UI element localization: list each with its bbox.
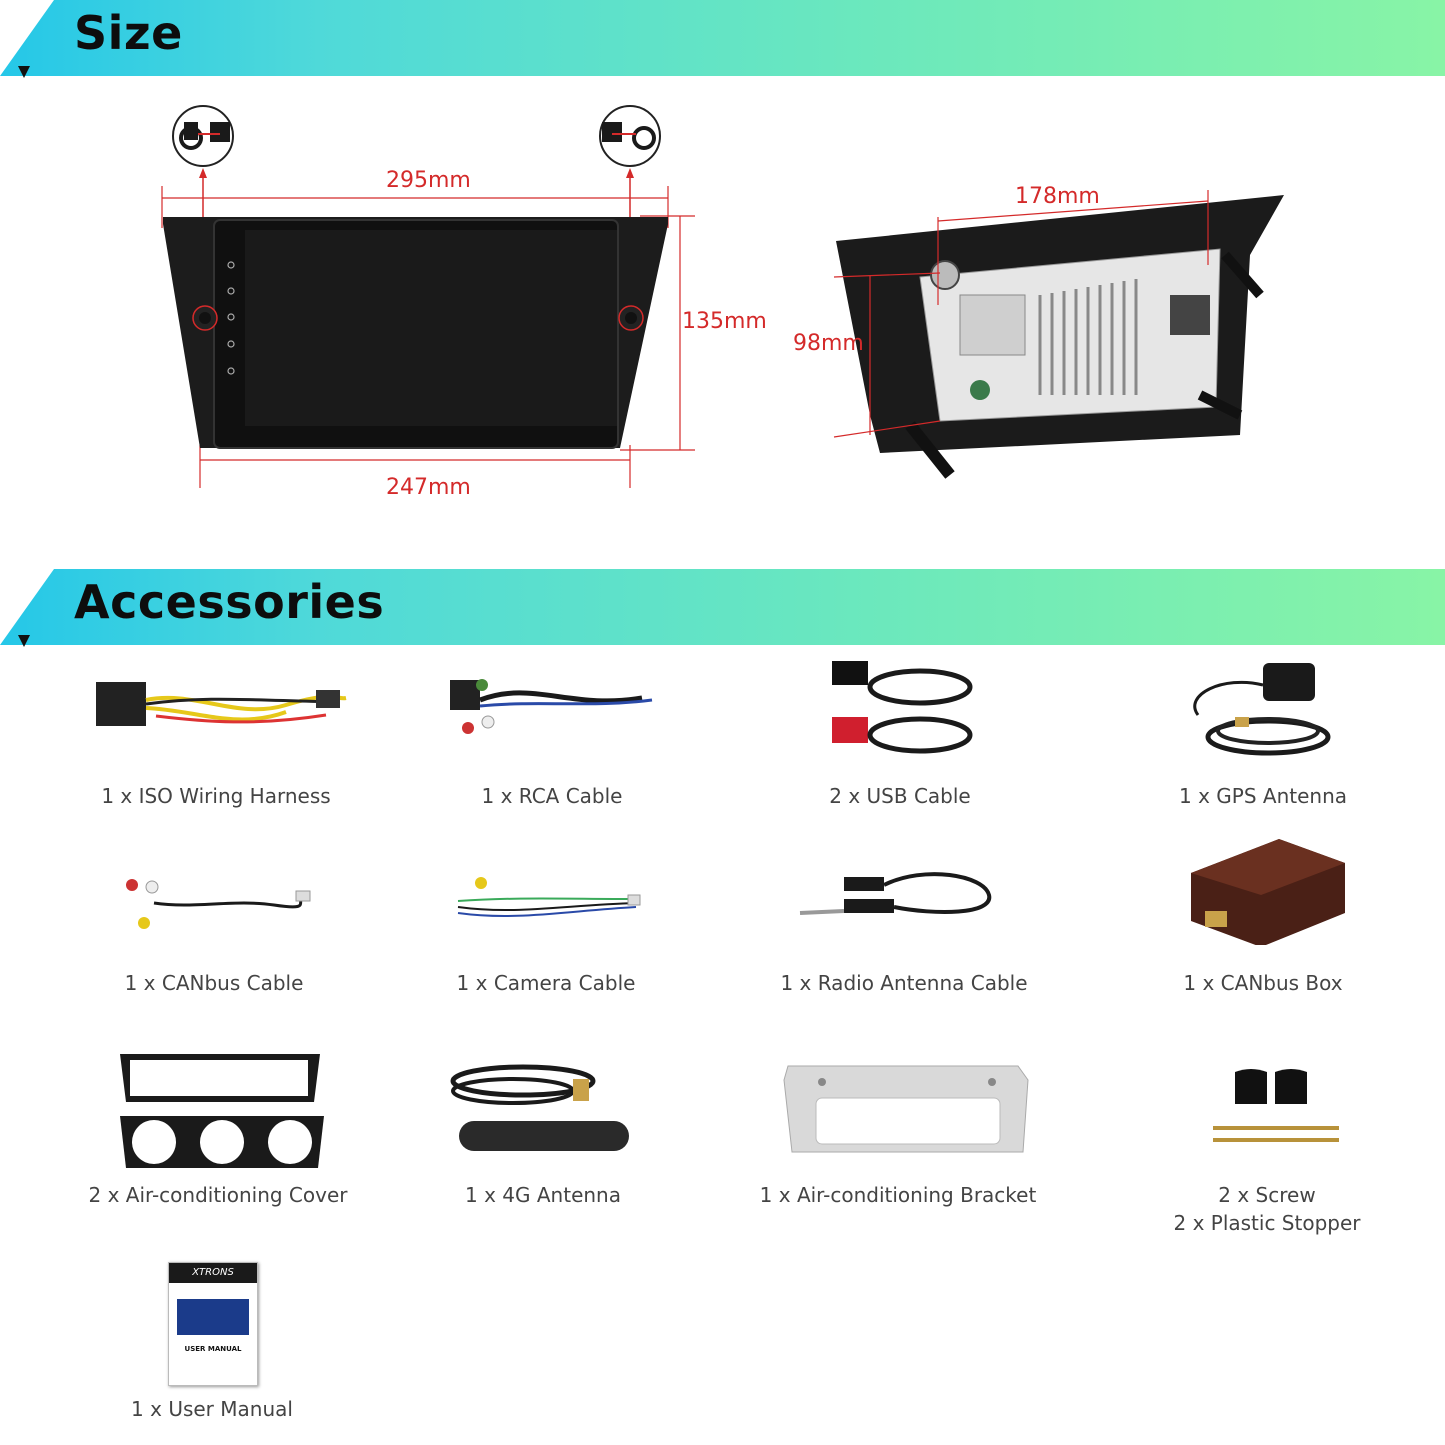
accessory-label: 1 x CANbus Box: [1183, 971, 1343, 995]
canbus-box-icon: [1191, 839, 1345, 945]
banner-arrow-icon: [18, 66, 30, 78]
size-section-title: Size: [74, 6, 183, 60]
accessory-label: 1 x Radio Antenna Cable: [780, 971, 1028, 995]
front-width-bottom-label: 247mm: [386, 475, 471, 500]
canbus-cable-icon: [126, 879, 311, 929]
accessory-label: 1 x 4G Antenna: [465, 1183, 621, 1207]
accessories-section-banner: Accessories: [0, 569, 1445, 647]
accessory-label: 2 x Screw: [1218, 1183, 1316, 1207]
front-width-top-label: 295mm: [386, 168, 471, 193]
heatsink-fins: [1038, 279, 1138, 395]
accessory-label: 2 x Air-conditioning Cover: [88, 1183, 348, 1207]
ac-bracket-icon: [783, 1065, 1029, 1153]
user-manual-icon: XTRONS USER MANUAL: [168, 1262, 258, 1386]
accessory-label: 2 x USB Cable: [829, 784, 971, 808]
manual-title: USER MANUAL: [184, 1345, 242, 1353]
radio-antenna-cable-icon: [799, 872, 992, 915]
accessory-label: 1 x CANbus Cable: [124, 971, 304, 995]
back-width-label: 178mm: [1015, 184, 1100, 209]
accessory-label: 1 x ISO Wiring Harness: [101, 784, 331, 808]
accessories-section-title: Accessories: [74, 575, 385, 629]
accessory-label-secondary: 2 x Plastic Stopper: [1173, 1211, 1361, 1235]
ac-cover-icon: [120, 1054, 324, 1168]
front-height-label: 135mm: [682, 309, 767, 334]
screw-stopper-icon: [1213, 1069, 1339, 1142]
gps-antenna-icon: [1193, 663, 1331, 756]
banner-notch: [0, 569, 54, 645]
back-view-diagram: [833, 190, 1284, 479]
4g-antenna-icon: [450, 1064, 629, 1151]
size-section-banner: Size: [0, 0, 1445, 78]
camera-cable-icon: [457, 877, 641, 918]
banner-arrow-icon: [18, 635, 30, 647]
back-height-label: 98mm: [793, 331, 864, 356]
manual-brand: XTRONS: [169, 1263, 257, 1283]
front-view-diagram: [161, 105, 695, 488]
plastic-stopper-icon-left: [172, 105, 234, 167]
plastic-stopper-icon-right: [599, 105, 661, 167]
iso-wiring-harness-icon: [96, 682, 347, 726]
accessory-label: 1 x User Manual: [131, 1397, 293, 1421]
accessory-label: 1 x Air-conditioning Bracket: [759, 1183, 1037, 1207]
accessory-label: 1 x GPS Antenna: [1179, 784, 1347, 808]
rca-cable-icon: [450, 679, 653, 734]
accessory-label: 1 x Camera Cable: [456, 971, 636, 995]
manual-screen: [177, 1299, 249, 1335]
accessory-label: 1 x RCA Cable: [481, 784, 623, 808]
usb-cable-icon: [832, 661, 973, 754]
banner-notch: [0, 0, 54, 76]
